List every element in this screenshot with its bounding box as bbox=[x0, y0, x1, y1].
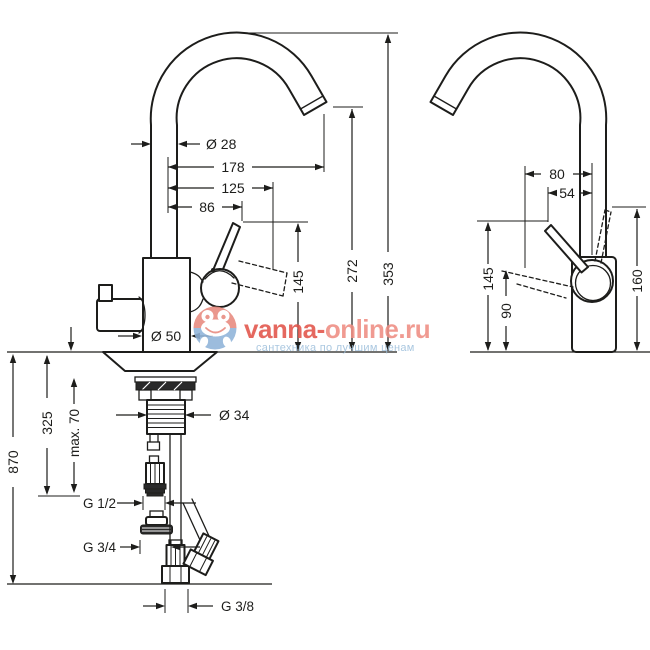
mounting-lug-right bbox=[179, 389, 193, 401]
frog-logo bbox=[193, 306, 237, 350]
dim-spout-diameter: Ø 28 bbox=[206, 136, 237, 152]
handle-range-dashed bbox=[231, 260, 288, 297]
g38-angled-connector bbox=[182, 532, 220, 577]
watermark-brand-primary: vanna- bbox=[244, 314, 325, 344]
dim-shank-diameter: Ø 34 bbox=[219, 407, 250, 423]
g12-neck bbox=[148, 455, 160, 464]
cartridge-hub bbox=[200, 268, 240, 308]
spout-outline bbox=[149, 31, 328, 259]
nut-hatch bbox=[141, 381, 183, 391]
dim-g34: G 3/4 bbox=[83, 540, 117, 555]
handle-up-dashed bbox=[594, 209, 612, 264]
front-view bbox=[96, 31, 328, 584]
shutoff-valve bbox=[96, 298, 144, 332]
cartridge-circle-inner bbox=[574, 264, 612, 302]
hub-detail-arc bbox=[204, 270, 235, 280]
dim-80: 80 bbox=[549, 166, 565, 182]
g34-disk bbox=[140, 524, 173, 535]
valve-knob bbox=[98, 284, 113, 302]
dim-body-height: 90 bbox=[498, 303, 514, 319]
hub-pin bbox=[211, 268, 215, 272]
aerator-line bbox=[299, 95, 324, 110]
g34-disk-top bbox=[145, 516, 168, 526]
aerator-line-side bbox=[433, 95, 458, 110]
mounting-lug-left bbox=[138, 389, 152, 401]
supply-hoses bbox=[140, 433, 220, 584]
watermark-tagline: сантехника по лучшим ценам bbox=[256, 342, 415, 354]
dim-max-deck: max. 70 bbox=[67, 409, 82, 457]
dim-g12: G 1/2 bbox=[83, 496, 116, 511]
dim-handle-height-front: 145 bbox=[290, 270, 306, 294]
spout-outline-side bbox=[429, 31, 608, 259]
dim-total-height: 353 bbox=[380, 262, 396, 286]
valve-bulge bbox=[138, 296, 146, 334]
watermark: vanna-online.ru сантехника по лучшим цен… bbox=[193, 306, 431, 354]
dim-hose-870: 870 bbox=[5, 450, 21, 474]
dim-handle-up-height: 160 bbox=[629, 269, 645, 293]
handle-lever-side bbox=[544, 224, 589, 274]
handle-down-leaders bbox=[501, 270, 574, 299]
watermark-brand: vanna-online.ru bbox=[244, 314, 430, 344]
dim-54: 54 bbox=[559, 185, 575, 201]
hose-long bbox=[169, 433, 182, 546]
hub-neck-curves bbox=[189, 271, 204, 313]
dim-g38: G 3/8 bbox=[221, 599, 254, 614]
dim-spout-reach: 178 bbox=[221, 159, 245, 175]
escutcheon-plate bbox=[102, 351, 218, 372]
side-dimensions: 80 54 160 145 90 bbox=[470, 166, 650, 353]
front-dimensions: Ø 28 178 125 86 272 353 145 Ø bbox=[5, 32, 398, 614]
washer bbox=[134, 376, 197, 383]
dim-125: 125 bbox=[221, 180, 245, 196]
threaded-shank bbox=[146, 399, 186, 435]
watermark-brand-secondary: online.ru bbox=[325, 314, 430, 344]
dim-handle-height-side: 145 bbox=[480, 267, 496, 291]
dim-hose-325: 325 bbox=[39, 411, 55, 435]
side-view bbox=[429, 31, 617, 353]
shank-threads bbox=[148, 404, 184, 428]
g38-nut bbox=[161, 565, 190, 584]
dim-outlet-height: 272 bbox=[344, 259, 360, 283]
g12-cap bbox=[143, 483, 167, 490]
dim-base-diameter: Ø 50 bbox=[151, 328, 182, 344]
dim-86: 86 bbox=[199, 199, 215, 215]
hose-angled bbox=[182, 498, 210, 541]
